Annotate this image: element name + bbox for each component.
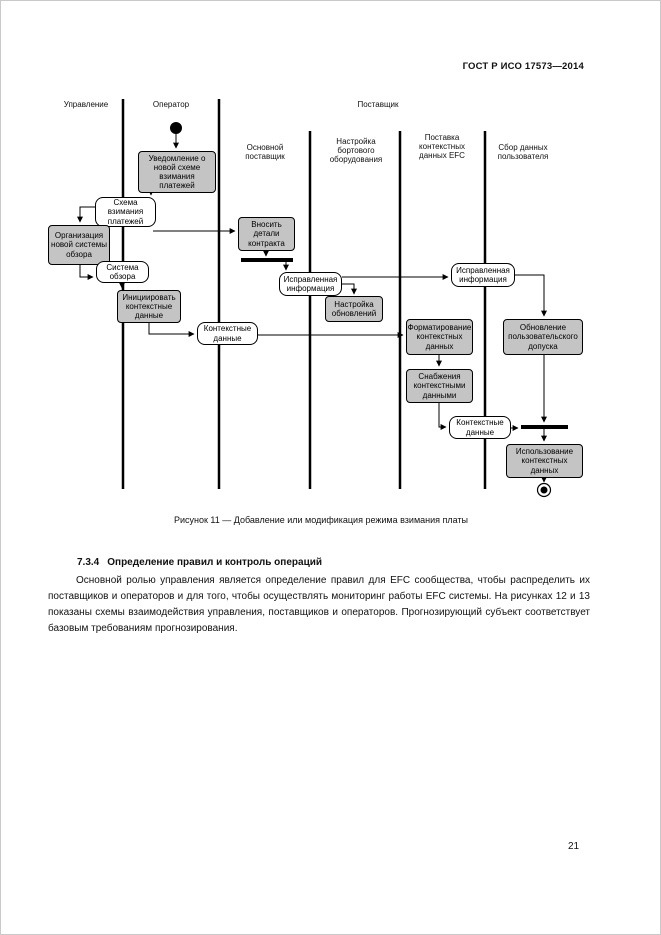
node-initiate-context-data: Инициировать контекстные данные: [117, 290, 181, 323]
node-update-user-access: Обновление пользовательского допуска: [503, 319, 583, 355]
section-paragraph: Основной ролью управления является опред…: [48, 575, 590, 634]
node-toll-scheme-object: Схема взимания платежей: [95, 197, 156, 227]
swimlane-label-user-data-collection: Сбор данных пользователя: [497, 143, 549, 162]
page-number: 21: [568, 841, 580, 852]
swimlane-label-context-data-delivery: Поставка контекстных данных EFC: [419, 133, 465, 161]
flow-arrows: [77, 134, 547, 483]
node-updates-setup: Настройка обновлений: [325, 296, 383, 322]
swimlane-label-main-provider: Основной поставщик: [245, 143, 285, 162]
end-node: [536, 482, 552, 498]
node-context-data-object-left: Контекстные данные: [197, 322, 258, 345]
node-context-data-object-right: Контекстные данные: [449, 416, 511, 439]
node-supply-context-data: Снабжения контекстными данными: [406, 369, 473, 403]
fork-bar: [241, 258, 293, 262]
figure-caption: Рисунок 11 — Добавление или модификация …: [173, 515, 469, 525]
swimlane-label-provider: Поставщик: [357, 100, 399, 109]
node-new-scheme-notification: Уведомление о новой схеме взимания плате…: [138, 151, 216, 193]
node-enter-contract-details: Вносить детали контракта: [238, 217, 295, 251]
node-organize-review-system: Организация новой системы обзора: [48, 225, 110, 265]
section-title: Определение правил и контроль операций: [107, 557, 323, 568]
section-number: 7.3.4: [77, 557, 100, 568]
node-corrected-info-left: Исправленная информация: [279, 272, 342, 296]
swimlane-label-operator: Оператор: [152, 100, 190, 109]
swimlane-label-obu-setup: Настройка бортового оборудования: [329, 137, 383, 165]
doc-header: ГОСТ Р ИСО 17573—2014: [462, 61, 584, 72]
node-format-context-data: Форматирование контекстных данных: [406, 319, 473, 355]
node-use-context-data: Использование контекстных данных: [506, 444, 583, 478]
section-heading: 7.3.4 Определение правил и контроль опера…: [77, 557, 322, 568]
join-bar: [521, 425, 568, 429]
node-review-system-object: Система обзора: [96, 261, 149, 283]
start-node: [170, 122, 182, 134]
node-corrected-info-right: Исправленная информация: [451, 263, 515, 287]
swimlane-label-management: Управление: [63, 100, 109, 109]
